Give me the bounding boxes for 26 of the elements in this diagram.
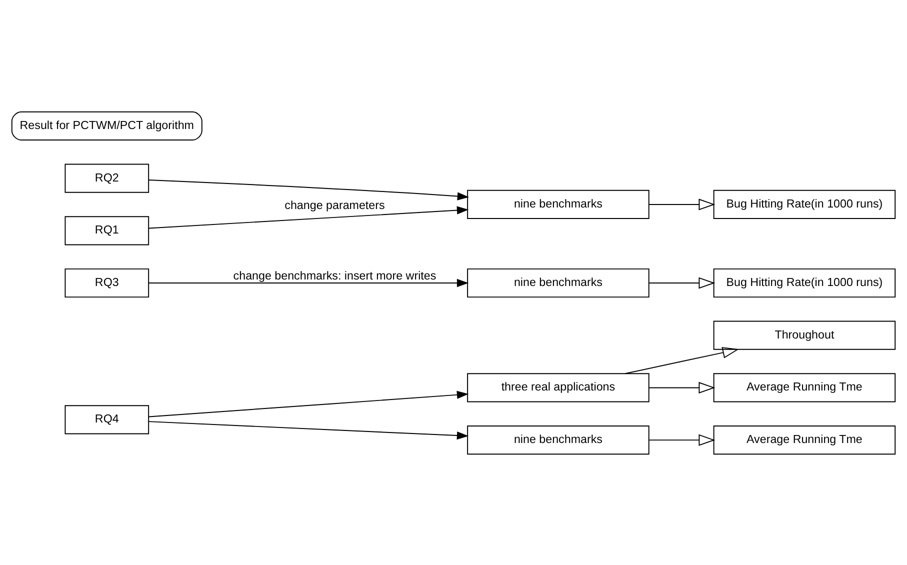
node-box: Bug Hitting Rate(in 1000 runs) (713, 268, 896, 298)
node-box: nine benchmarks (467, 268, 650, 298)
node-box: nine benchmarks (467, 189, 650, 219)
node-box: RQ1 (64, 216, 150, 245)
node-box: nine benchmarks (467, 425, 650, 454)
arrow (148, 390, 469, 417)
arrow (148, 178, 470, 200)
node-box: RQ4 (64, 404, 150, 434)
node-box: RQ2 (64, 163, 150, 192)
node-box: Bug Hitting Rate(in 1000 runs) (713, 189, 896, 219)
arrow (648, 198, 716, 210)
arrow (148, 206, 469, 228)
node-box: Average Running Tme (713, 372, 896, 402)
node-box: RQ3 (64, 268, 150, 298)
arrow (648, 434, 716, 446)
node-box: Throughout (713, 320, 896, 350)
node-box: three real applications (467, 372, 650, 402)
arrow (148, 420, 469, 440)
node-box: Result for PCTWM/PCT algorithm (11, 110, 202, 140)
arrow (624, 346, 740, 374)
edge-label: change parameters (284, 198, 385, 212)
node-box: Average Running Tme (713, 425, 896, 454)
arrow (148, 278, 469, 287)
edge-label: change benchmarks: insert more writes (233, 269, 436, 282)
arrow (648, 381, 716, 393)
arrow (648, 276, 716, 288)
